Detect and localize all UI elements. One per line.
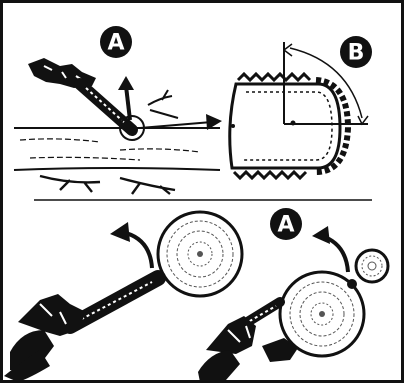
badge-a-bottom: A <box>270 208 302 240</box>
log-end-icon <box>356 250 388 282</box>
log-horizontal <box>14 90 220 194</box>
badge-b-label: B <box>348 41 365 66</box>
curved-arrow-icon <box>312 226 348 272</box>
badge-b: B <box>340 36 372 68</box>
badge-a-top-label: A <box>107 31 124 56</box>
badge-a-bottom-label: A <box>277 213 294 238</box>
chainsaw-icon <box>4 278 158 382</box>
badge-a-top: A <box>100 26 132 58</box>
chainsaw-icon <box>28 58 132 130</box>
top-panel: A B <box>14 26 372 194</box>
guide-bar-icon <box>230 74 348 178</box>
curved-arrow-icon <box>110 222 152 268</box>
log-end-icon <box>158 212 242 296</box>
bar-nose-contact <box>347 279 357 289</box>
bottom-panel: A <box>4 208 388 382</box>
